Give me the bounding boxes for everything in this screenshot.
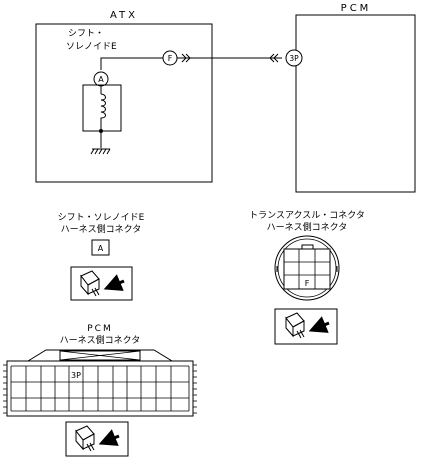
connector-chevrons-left [269,53,279,63]
connector-view-icon-3 [75,425,95,452]
pcm-unit: PCM 3P [285,3,416,193]
solenoid-connector-terminal: A [98,244,104,253]
transaxle-connector-view: トランスアクスル・コネクタ ハーネス側コネクタ F [249,210,365,345]
atx-unit: ATX シフト・ ソレノイドE A F [35,10,213,183]
round-connector-cells [284,249,330,289]
pcm-connector-cavities [10,365,190,412]
ground-icon [90,148,111,155]
terminal-f-label: F [168,54,173,63]
pcm-connector-ribs [3,364,197,414]
terminal-3p-label: 3P [289,54,299,63]
solenoid-connector-face [91,239,110,256]
solenoid-connector-title-2: ハーネス側コネクタ [61,223,142,235]
pcm-label: PCM [341,3,372,14]
round-connector-inner [277,238,337,298]
view-arrow-shaft [103,274,125,291]
round-connector-key [301,244,314,250]
view-arrow-shaft-3 [98,429,120,446]
view-arrow-shaft-2 [308,316,330,333]
solenoid-coil-icon [100,93,106,131]
atx-box [35,23,213,183]
solenoid-connector-view: シフト・ソレノイドE ハーネス側コネクタ A [58,213,145,301]
terminal-a-label: A [98,75,104,84]
transaxle-connector-terminal: F [305,279,310,288]
atx-label: ATX [110,10,138,21]
pcm-connector-title-1: PCM [87,324,112,334]
solenoid-name-line2: ソレノイドE [66,42,117,52]
view-direction-frame-2 [274,308,338,345]
pcm-connector-view: PCM ハーネス側コネクタ [3,324,197,457]
pcm-connector-terminal: 3P [71,371,81,380]
solenoid-name-line1: シフト・ [68,29,104,39]
view-direction-frame [70,266,133,301]
terminal-3p-circle [285,49,303,67]
solenoid-connector-title-1: シフト・ソレノイドE [58,213,145,223]
view-direction-frame-3 [65,421,129,457]
round-connector-grid [283,248,331,290]
transaxle-connector-title-1: トランスアクスル・コネクタ [249,210,365,221]
transaxle-connector-title-2: ハーネス側コネクタ [267,221,348,233]
connector-view-icon-2 [285,312,305,339]
pcm-latch-diag-2 [59,350,141,361]
pcm-box [295,14,416,193]
pcm-connector-body [6,360,194,417]
atx-internal-wire [100,57,163,70]
connector-view-icon [80,270,100,297]
pcm-connector-title-2: ハーネス側コネクタ [60,334,141,346]
solenoid-body [82,84,122,132]
